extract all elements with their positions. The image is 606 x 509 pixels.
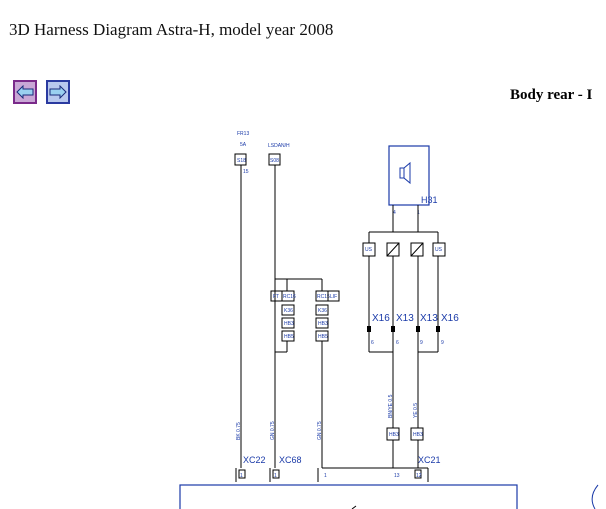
svg-text:6: 6: [396, 340, 399, 346]
svg-text:4: 4: [393, 210, 396, 216]
svg-text:1: 1: [240, 473, 243, 479]
arrow-left-icon: [16, 85, 34, 99]
source-2-label: LSDAN/H: [268, 143, 290, 149]
svg-text:X13: X13: [420, 313, 438, 324]
svg-text:HB5: HB5: [284, 334, 294, 340]
svg-text:XC22: XC22: [243, 455, 266, 465]
svg-text:HB3: HB3: [413, 432, 423, 438]
svg-text:XC21: XC21: [418, 455, 441, 465]
svg-text:K36: K36: [318, 308, 327, 314]
fuse-amp-label: 5A: [240, 142, 247, 148]
svg-text:9: 9: [420, 340, 423, 346]
svg-text:6: 6: [371, 340, 374, 346]
source-2-pin: S08: [270, 158, 279, 164]
conn-rc15-b: [327, 290, 340, 302]
svg-text:YE 0.5: YE 0.5: [413, 403, 419, 418]
back-button[interactable]: [13, 80, 37, 104]
section-title: Body rear - I: [510, 87, 593, 103]
speaker-h31: [388, 145, 430, 206]
svg-text:X13: X13: [396, 313, 414, 324]
conn-rc16-b: [281, 290, 295, 302]
svg-text:US: US: [435, 247, 443, 253]
page-title: 3D Harness Diagram Astra-H, model year 2…: [9, 20, 334, 39]
svg-text:FT: FT: [273, 294, 279, 300]
fuse-pin-num: 15: [243, 169, 249, 175]
speaker-icon: [399, 161, 411, 185]
svg-text:BK 0.75: BK 0.75: [236, 422, 242, 440]
svg-text:GN 0.75: GN 0.75: [317, 421, 323, 440]
svg-text:1: 1: [324, 473, 327, 479]
svg-text:BN/YE 0.5: BN/YE 0.5: [388, 394, 394, 418]
svg-text:X16: X16: [441, 313, 459, 324]
svg-text:12: 12: [416, 473, 422, 479]
component-label: H31: [421, 195, 438, 205]
svg-text:K36: K36: [284, 308, 293, 314]
svg-text:LIF: LIF: [330, 294, 337, 300]
svg-text:X16: X16: [372, 313, 390, 324]
svg-text:13: 13: [394, 473, 400, 479]
svg-text:HB3: HB3: [284, 321, 294, 327]
arrow-right-icon: [49, 85, 67, 99]
fuse-pin-label: S18: [237, 158, 246, 164]
edge-curve: [591, 484, 599, 509]
forward-button[interactable]: [46, 80, 70, 104]
svg-text:HB3: HB3: [318, 321, 328, 327]
control-unit: [179, 484, 518, 509]
svg-text:HB3: HB3: [389, 432, 399, 438]
svg-text:US: US: [365, 247, 373, 253]
svg-text:HB5: HB5: [318, 334, 328, 340]
svg-text:9: 9: [441, 340, 444, 346]
svg-text:XC68: XC68: [279, 455, 302, 465]
svg-text:1: 1: [274, 473, 277, 479]
fuse-label: FR13: [237, 131, 249, 137]
svg-text:RC15: RC15: [317, 294, 330, 300]
svg-text:GN 0.75: GN 0.75: [270, 421, 276, 440]
svg-text:RC16: RC16: [283, 294, 296, 300]
